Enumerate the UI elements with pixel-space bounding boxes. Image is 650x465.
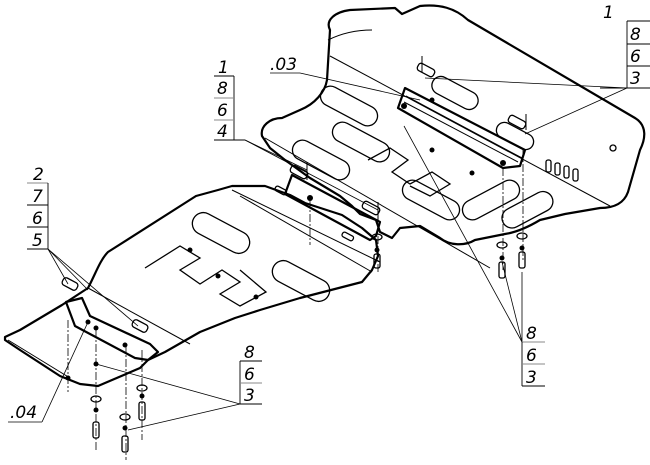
- callout-number: 1: [218, 58, 229, 78]
- callout-number: 7: [32, 187, 43, 207]
- callout-number: 6: [32, 209, 43, 229]
- lower-bracket: [61, 277, 160, 362]
- callout-number: 4: [217, 122, 228, 142]
- upper-skid-plate: [260, 4, 646, 269]
- callout-number: 8: [244, 343, 255, 363]
- callout-number: 5: [32, 231, 43, 251]
- callout-top-right: 1 8 6 3: [600, 3, 650, 89]
- callout-number: 6: [244, 365, 255, 385]
- callout-number: 2: [33, 165, 44, 185]
- callout-bottom-center: 8 6 3: [239, 343, 262, 406]
- part-label-upper-plate: .03: [270, 55, 297, 75]
- callout-number: 8: [217, 79, 228, 99]
- callout-number: 6: [630, 47, 641, 67]
- callout-number: 8: [630, 25, 641, 45]
- callout-number: 1: [603, 3, 614, 23]
- upper-plate-outline: [260, 4, 646, 246]
- callout-number: 3: [630, 69, 641, 89]
- callout-left: 2 7 6 5: [27, 165, 49, 251]
- vent-slots: [545, 159, 579, 182]
- upper-bracket: [396, 56, 527, 170]
- callout-number: 8: [526, 324, 537, 344]
- callout-bottom-right: 8 6 3: [521, 324, 545, 388]
- callout-number: 6: [526, 346, 537, 366]
- lower-plate-outline: [3, 184, 380, 388]
- lower-skid-plate: [3, 184, 381, 388]
- middle-bracket: [283, 162, 382, 242]
- callout-number: 6: [217, 101, 228, 121]
- callout-center-left: 1 8 6 4: [214, 58, 245, 142]
- fasteners: [65, 150, 528, 460]
- part-label-lower-plate: .04: [10, 403, 37, 423]
- leader-lines: [8, 72, 628, 431]
- callout-number: 3: [526, 368, 537, 388]
- callout-number: 3: [244, 386, 255, 406]
